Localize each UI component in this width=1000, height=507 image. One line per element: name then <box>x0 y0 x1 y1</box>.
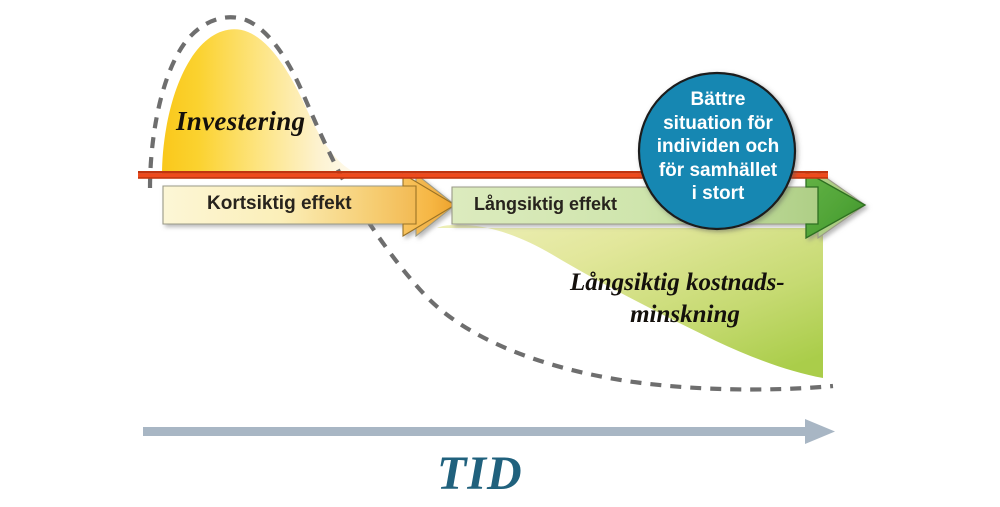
investment-hump-fill <box>162 29 362 175</box>
short-term-arrow <box>162 172 457 238</box>
outcome-circle <box>637 71 797 231</box>
baseline-red-line <box>138 171 828 179</box>
time-axis-arrow <box>143 419 835 444</box>
cost-reduction-area <box>418 224 830 420</box>
